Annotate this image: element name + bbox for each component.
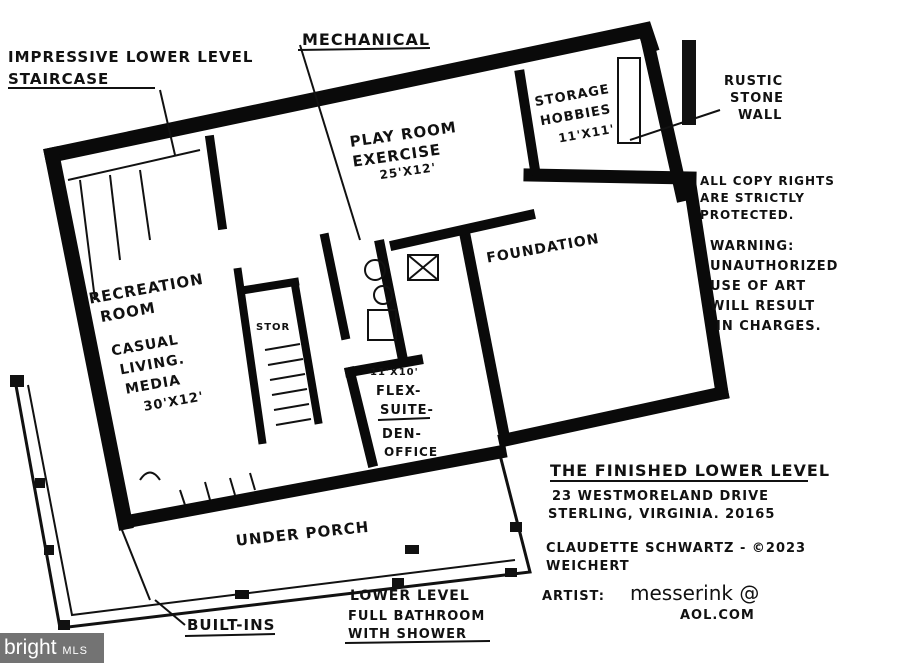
svg-text:11'x11': 11'x11' bbox=[557, 122, 616, 146]
svg-text:Office: Office bbox=[384, 445, 438, 459]
svg-text:Den-: Den- bbox=[382, 427, 422, 442]
svg-text:with Shower: with Shower bbox=[348, 627, 467, 642]
svg-text:Rustic: Rustic bbox=[724, 74, 783, 89]
svg-text:aol.com: aol.com bbox=[680, 608, 755, 623]
porch-outline bbox=[13, 379, 532, 630]
label-recreation-room: Recreation Room Casual Living. Media 30'… bbox=[87, 270, 205, 415]
label-stone-wall: Rustic Stone Wall bbox=[629, 74, 784, 141]
svg-text:Built-Ins: Built-Ins bbox=[187, 616, 275, 634]
svg-text:Lower Level: Lower Level bbox=[350, 588, 470, 604]
label-copyright-notice: All Copy Rights are Strictly Protected. bbox=[700, 174, 835, 222]
svg-text:Unauthorized: Unauthorized bbox=[710, 259, 838, 274]
mechanical-equipment bbox=[139, 57, 641, 506]
svg-text:Impressive Lower Level: Impressive Lower Level bbox=[8, 48, 253, 66]
svg-text:use of Art: use of Art bbox=[710, 279, 806, 294]
label-foundation: Foundation bbox=[485, 231, 600, 267]
label-built-ins: Built-Ins bbox=[154, 599, 276, 637]
svg-text:Stone: Stone bbox=[730, 91, 784, 106]
staircase-drawing bbox=[67, 44, 361, 426]
svg-text:Sterling, Virginia. 20165: Sterling, Virginia. 20165 bbox=[548, 507, 775, 522]
svg-text:Staircase: Staircase bbox=[8, 70, 109, 88]
svg-text:The Finished Lower Level: The Finished Lower Level bbox=[550, 461, 830, 480]
svg-text:Under Porch: Under Porch bbox=[235, 518, 370, 550]
svg-text:Protected.: Protected. bbox=[700, 208, 794, 222]
label-bathroom: Lower Level Full Bathroom with Shower bbox=[344, 588, 491, 644]
label-mechanical: Mechanical bbox=[297, 30, 431, 51]
svg-text:Wall: Wall bbox=[738, 108, 782, 123]
watermark-suffix: MLS bbox=[62, 645, 88, 657]
svg-text:in Charges.: in Charges. bbox=[716, 319, 822, 334]
svg-text:23 Westmoreland Drive: 23 Westmoreland Drive bbox=[552, 489, 769, 504]
svg-text:Foundation: Foundation bbox=[485, 231, 600, 267]
label-flex-suite: 11'x10' Flex- Suite- Den- Office bbox=[370, 367, 438, 459]
svg-text:Suite-: Suite- bbox=[380, 403, 434, 418]
label-under-porch: Under Porch bbox=[235, 518, 370, 550]
brightmls-watermark: bright MLS bbox=[0, 633, 104, 663]
svg-text:11'x10': 11'x10' bbox=[370, 367, 419, 378]
svg-text:Mechanical: Mechanical bbox=[302, 30, 430, 49]
label-storage: Storage Hobbies 11'x11' bbox=[534, 82, 616, 146]
porch-posts bbox=[10, 375, 522, 630]
svg-text:Full Bathroom: Full Bathroom bbox=[348, 609, 485, 624]
watermark-brand: bright bbox=[4, 636, 57, 659]
title-block: The Finished Lower Level 23 Westmoreland… bbox=[542, 461, 830, 623]
label-warning: Warning: Unauthorized use of Art will Re… bbox=[710, 239, 838, 334]
label-play-room: Play Room Exercise 25'x12' bbox=[349, 118, 458, 182]
svg-text:Artist:: Artist: bbox=[542, 589, 605, 604]
svg-text:Weichert: Weichert bbox=[546, 559, 630, 574]
svg-text:are Strictly: are Strictly bbox=[700, 191, 805, 205]
label-staircase: Impressive Lower Level Staircase bbox=[8, 48, 253, 89]
svg-text:messerink @: messerink @ bbox=[630, 581, 759, 605]
svg-text:Flex-: Flex- bbox=[376, 384, 421, 399]
svg-text:All Copy Rights: All Copy Rights bbox=[700, 174, 835, 188]
label-stor: Stor bbox=[256, 322, 290, 333]
exterior-walls bbox=[43, 21, 730, 531]
svg-text:will Result: will Result bbox=[710, 299, 815, 314]
svg-text:Claudette Schwartz - ©2023: Claudette Schwartz - ©2023 bbox=[546, 541, 806, 556]
svg-text:Warning:: Warning: bbox=[710, 239, 794, 254]
